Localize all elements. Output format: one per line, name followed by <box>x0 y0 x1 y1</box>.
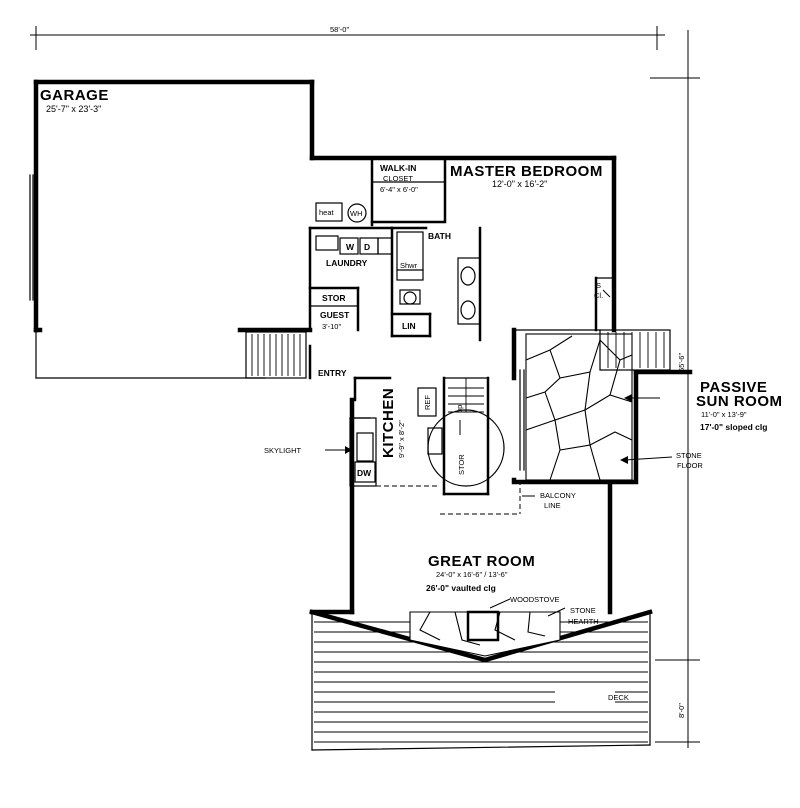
walk-in-size: 6'-4" x 6'-0" <box>380 185 418 194</box>
deck-depth-label: 8'-0" <box>677 703 686 718</box>
stone-hearth <box>409 610 561 657</box>
overall-depth-label: 55'-6" <box>677 353 686 372</box>
kitchen-size: 9'-9" x 8'-2" <box>397 420 406 458</box>
shower-label: Shwr <box>400 261 418 270</box>
stone-hearth-label-2: HEARTH <box>568 617 599 626</box>
linen-label: LIN <box>402 321 416 331</box>
ref-label: REF <box>423 395 432 410</box>
deck <box>309 609 653 751</box>
washer-label: W <box>346 242 355 252</box>
sun-room-size: 11'-0" x 13'-9" <box>701 410 747 419</box>
great-room-title: GREAT ROOM <box>428 553 535 570</box>
sc-label-1: S <box>596 281 601 290</box>
water-heater-label: WH <box>350 209 363 218</box>
sun-room-title-1: PASSIVE <box>700 379 767 396</box>
garage-walls <box>29 79 617 379</box>
dryer-label: D <box>364 242 370 252</box>
great-room-ceiling: 26'-0" vaulted clg <box>426 583 496 593</box>
kitchen-title: KITCHEN <box>380 388 397 458</box>
walk-in-label: WALK-IN <box>380 163 416 173</box>
sun-room-title-2: SUN ROOM <box>696 393 783 410</box>
deck-label: DECK <box>608 693 629 702</box>
guest-size: 3'-10" <box>322 322 341 331</box>
great-room-size: 24'-0" x 16'-6" / 13'-6" <box>436 570 508 579</box>
sun-room-ceiling: 17'-0" sloped clg <box>700 422 767 432</box>
stone-floor <box>525 333 633 481</box>
stone-floor-label-1: STONE <box>676 451 702 460</box>
closet-label: CLOSET <box>383 174 413 183</box>
woodstove-label: WOODSTOVE <box>510 595 559 604</box>
annotation-arrows <box>325 289 673 617</box>
entry-label: ENTRY <box>318 368 347 378</box>
balcony-label-1: BALCONY <box>540 491 576 500</box>
guest-label: GUEST <box>320 310 350 320</box>
sc-label-2: Cl. <box>594 291 603 300</box>
master-bedroom-size: 12'-0" x 16'-2" <box>492 179 547 189</box>
stor-upper-label: STOR <box>322 293 345 303</box>
stone-hearth-label-1: STONE <box>570 606 596 615</box>
stone-floor-label-2: FLOOR <box>677 461 703 470</box>
overall-width-label: 58'-0" <box>330 25 349 34</box>
stair-up-label: up <box>455 405 464 413</box>
stor-stair-label: STOR <box>457 454 466 475</box>
entry-steps <box>245 331 307 379</box>
laundry-label: LAUNDRY <box>326 258 368 268</box>
garage-size: 25'-7" x 23'-3" <box>46 104 101 114</box>
skylight-label: SKYLIGHT <box>264 446 302 455</box>
bath-label: BATH <box>428 231 451 241</box>
master-bedroom-title: MASTER BEDROOM <box>450 163 603 180</box>
dw-label: DW <box>357 468 372 478</box>
dimension-lines <box>30 26 700 748</box>
sunroom-steps <box>599 329 671 371</box>
heat-label: heat <box>319 208 335 217</box>
interior-walls <box>308 155 693 615</box>
balcony-label-2: LINE <box>544 501 561 510</box>
garage-title: GARAGE <box>40 87 109 104</box>
